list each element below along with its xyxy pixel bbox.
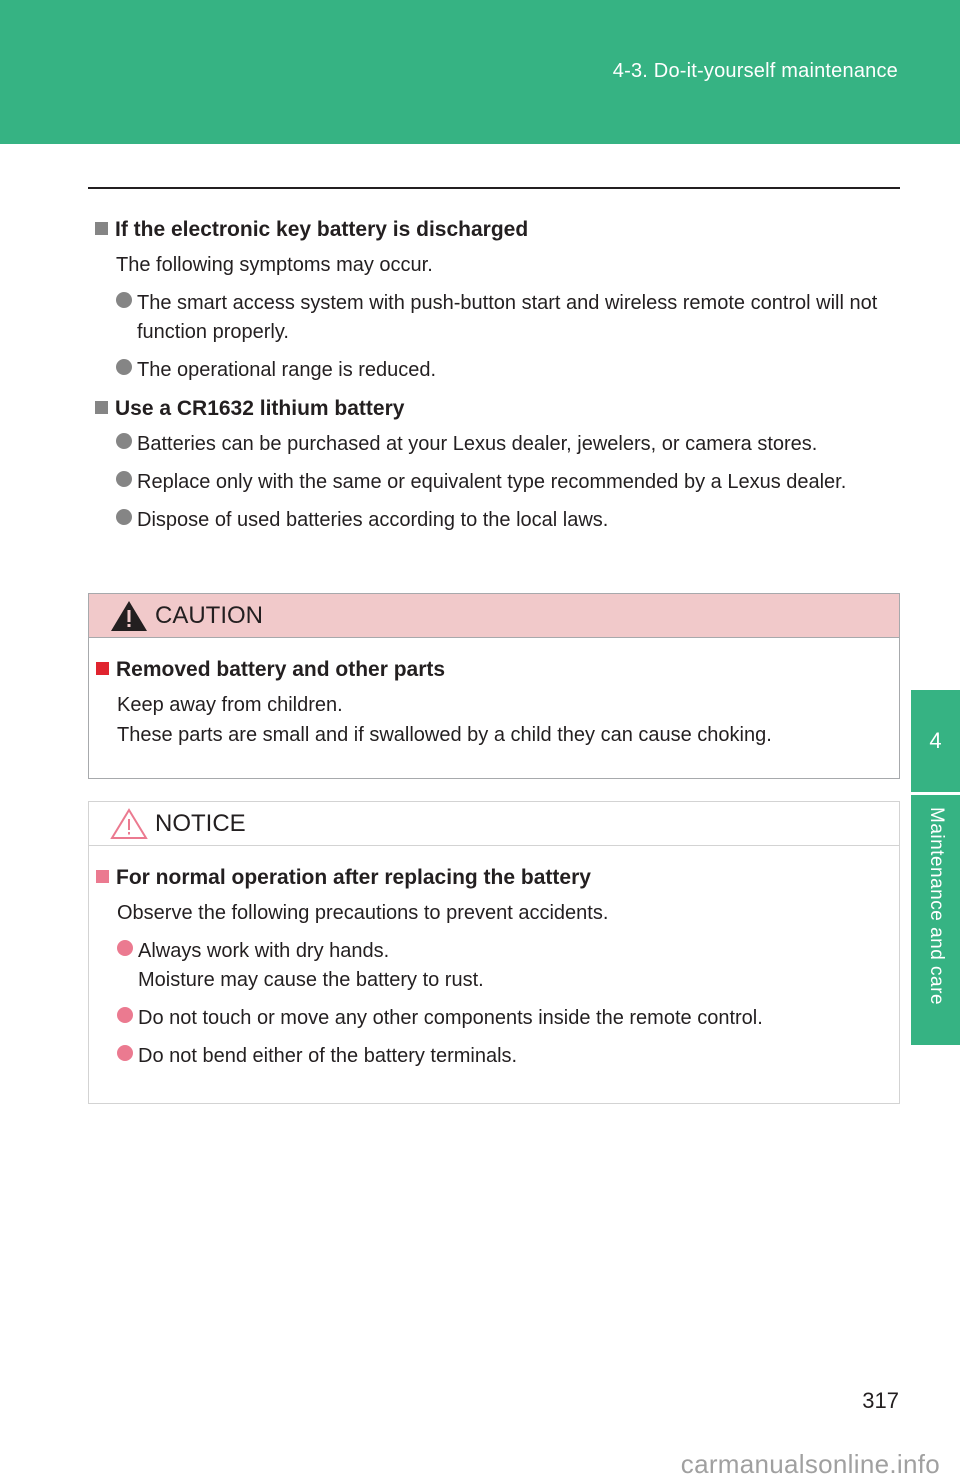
warning-triangle-outline-icon bbox=[110, 807, 148, 839]
section-title: 4-3. Do-it-yourself maintenance bbox=[612, 60, 898, 82]
caution-text: These parts are small and if swallowed b… bbox=[117, 724, 772, 746]
top-rule bbox=[88, 187, 900, 189]
list-item: The operational range is reduced. bbox=[116, 353, 895, 391]
round-bullet-icon bbox=[117, 1045, 133, 1061]
main-content: If the electronic key battery is dischar… bbox=[95, 212, 895, 541]
caution-box: CAUTION Removed battery and other parts … bbox=[88, 593, 900, 779]
round-bullet-icon bbox=[116, 433, 132, 449]
section-heading: Use a CR1632 lithium battery bbox=[95, 391, 895, 427]
section-heading: If the electronic key battery is dischar… bbox=[95, 212, 895, 248]
list-item: Replace only with the same or equivalent… bbox=[116, 465, 895, 503]
caution-header: CAUTION bbox=[89, 594, 899, 638]
notice-title: NOTICE bbox=[155, 809, 246, 837]
square-bullet-icon bbox=[95, 222, 108, 235]
caution-body: Removed battery and other parts Keep awa… bbox=[89, 638, 899, 756]
round-bullet-icon bbox=[117, 1007, 133, 1023]
notice-box: NOTICE For normal operation after replac… bbox=[88, 801, 900, 1104]
round-bullet-icon bbox=[116, 509, 132, 525]
round-bullet-icon bbox=[116, 471, 132, 487]
round-bullet-icon bbox=[117, 940, 133, 956]
page-number: 317 bbox=[862, 1388, 899, 1413]
caution-text: Keep away from children. bbox=[117, 694, 343, 716]
notice-intro: Observe the following precautions to pre… bbox=[117, 902, 609, 924]
square-bullet-icon bbox=[96, 662, 109, 675]
list-item: Always work with dry hands.Moisture may … bbox=[117, 934, 899, 1001]
list-item: Dispose of used batteries according to t… bbox=[116, 503, 895, 541]
header-band: 4-3. Do-it-yourself maintenance bbox=[0, 0, 960, 144]
caution-title: CAUTION bbox=[155, 601, 263, 629]
list-item: Do not touch or move any other component… bbox=[117, 1001, 899, 1039]
notice-heading: For normal operation after replacing the… bbox=[96, 860, 899, 896]
watermark: carmanualsonline.info bbox=[680, 1449, 940, 1479]
chapter-label: Maintenance and care bbox=[926, 807, 947, 1006]
round-bullet-icon bbox=[116, 359, 132, 375]
round-bullet-icon bbox=[116, 292, 132, 308]
section-intro: The following symptoms may occur. bbox=[116, 254, 433, 276]
chapter-tab-number: 4 bbox=[911, 690, 960, 792]
list-item: Do not bend either of the battery termin… bbox=[117, 1039, 899, 1077]
chapter-number: 4 bbox=[929, 728, 942, 753]
square-bullet-icon bbox=[96, 870, 109, 883]
notice-header: NOTICE bbox=[89, 802, 899, 846]
notice-body: For normal operation after replacing the… bbox=[89, 846, 899, 1077]
square-bullet-icon bbox=[95, 401, 108, 414]
warning-triangle-filled-icon bbox=[111, 600, 147, 631]
chapter-tab-label: Maintenance and care bbox=[911, 795, 960, 1045]
caution-heading: Removed battery and other parts bbox=[96, 652, 899, 688]
list-item: The smart access system with push-button… bbox=[116, 286, 895, 353]
list-item: Batteries can be purchased at your Lexus… bbox=[116, 427, 895, 465]
